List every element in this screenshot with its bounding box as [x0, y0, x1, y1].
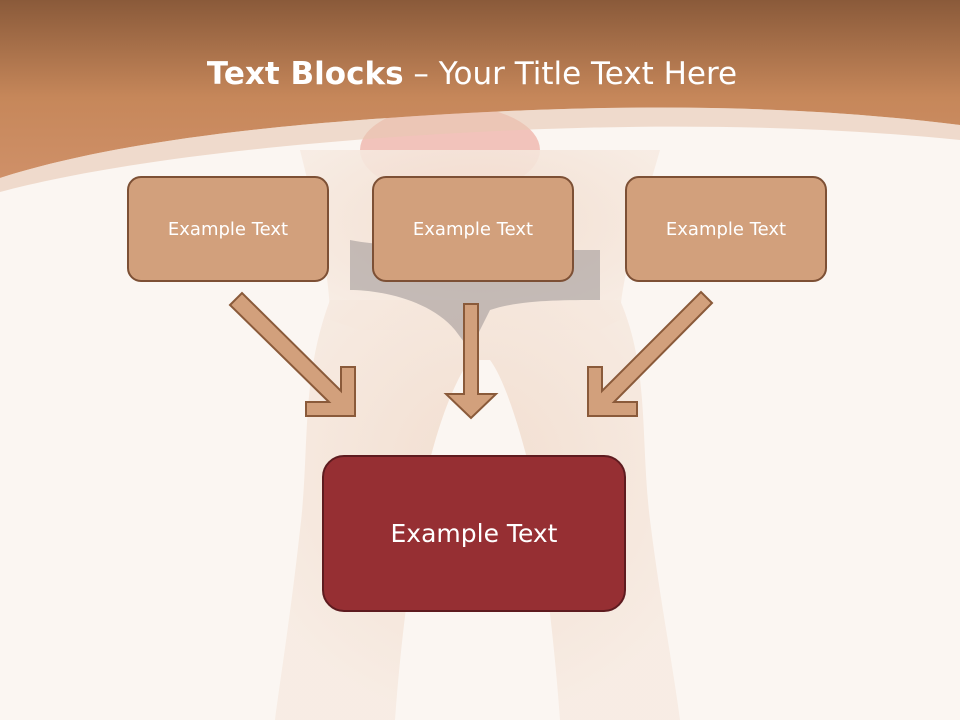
title-rest: Your Title Text Here — [438, 56, 738, 92]
target-text-block: Example Text — [322, 455, 626, 612]
text-block-center: Example Text — [372, 176, 574, 282]
slide-title: Text Blocks – Your Title Text Here — [0, 52, 944, 96]
arrow-right — [587, 290, 714, 417]
text-block-right: Example Text — [625, 176, 827, 282]
title-bold: Text Blocks — [206, 56, 404, 92]
arrow-left — [228, 291, 356, 417]
title-separator: – — [403, 56, 439, 92]
text-block-left: Example Text — [127, 176, 329, 282]
header-band — [0, 0, 960, 192]
arrow-center — [443, 303, 499, 420]
